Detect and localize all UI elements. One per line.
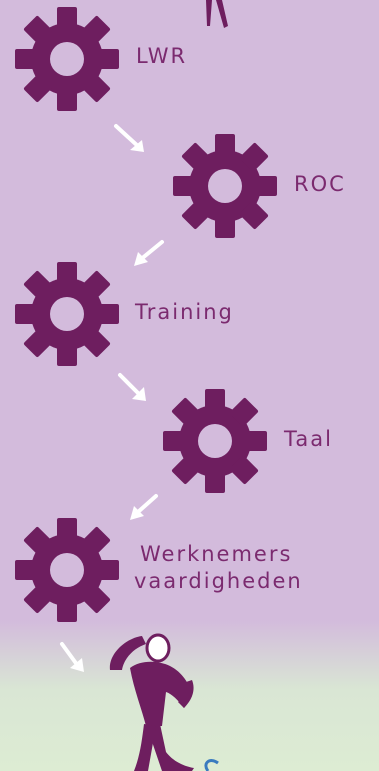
- gear-icon-4: [163, 389, 267, 493]
- step-label-taal: Taal: [284, 427, 333, 451]
- arrow-icon-5: [60, 642, 84, 672]
- squiggle-icon: [204, 759, 219, 771]
- top-figure-legs: [206, 0, 228, 28]
- arrow-icon-3: [118, 373, 146, 401]
- person-figure: [109, 633, 194, 771]
- step-label-training: Training: [135, 300, 234, 324]
- arrow-icon-1: [114, 124, 144, 152]
- step-label-lwr: LWR: [136, 44, 188, 68]
- gear-icon-1: [15, 7, 119, 111]
- step-label-werknemers-line2: vaardigheden: [134, 569, 303, 593]
- gear-icon-3: [15, 262, 119, 366]
- gear-icon-5: [15, 518, 119, 622]
- step-label-roc: ROC: [294, 172, 346, 196]
- arrow-icon-2: [134, 240, 164, 266]
- gear-icon-2: [173, 134, 277, 238]
- step-label-werknemers-line1: Werknemers: [140, 542, 293, 566]
- arrow-icon-4: [130, 494, 158, 520]
